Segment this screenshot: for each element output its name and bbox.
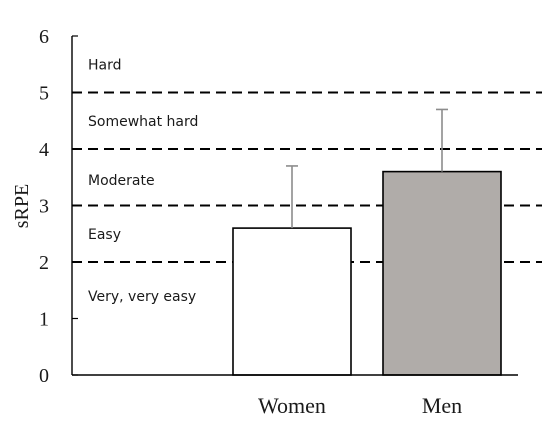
y-axis-label: sRPE [11,184,33,228]
y-tick-label: 0 [39,365,49,387]
category-labels: Women Men [258,393,462,418]
y-tick-label: 5 [39,83,49,105]
band-label: Easy [88,227,121,243]
band-label: Somewhat hard [88,114,198,130]
category-label-women: Women [258,393,326,418]
bar-women [232,227,352,376]
y-tick-label: 4 [39,139,49,161]
y-tick-label: 2 [39,252,49,274]
band-label: Moderate [88,173,155,189]
y-tick-label: 1 [39,309,49,331]
band-label: Very, very easy [88,289,196,305]
y-tick-labels: 0 1 2 3 4 5 6 [39,26,78,387]
error-bars-group [286,108,448,229]
y-tick-label: 3 [39,196,49,218]
band-label: Hard [88,57,122,73]
bar-men [382,170,502,376]
y-tick-label: 6 [39,26,49,48]
category-label-men: Men [422,393,462,418]
bars-group [232,170,502,376]
